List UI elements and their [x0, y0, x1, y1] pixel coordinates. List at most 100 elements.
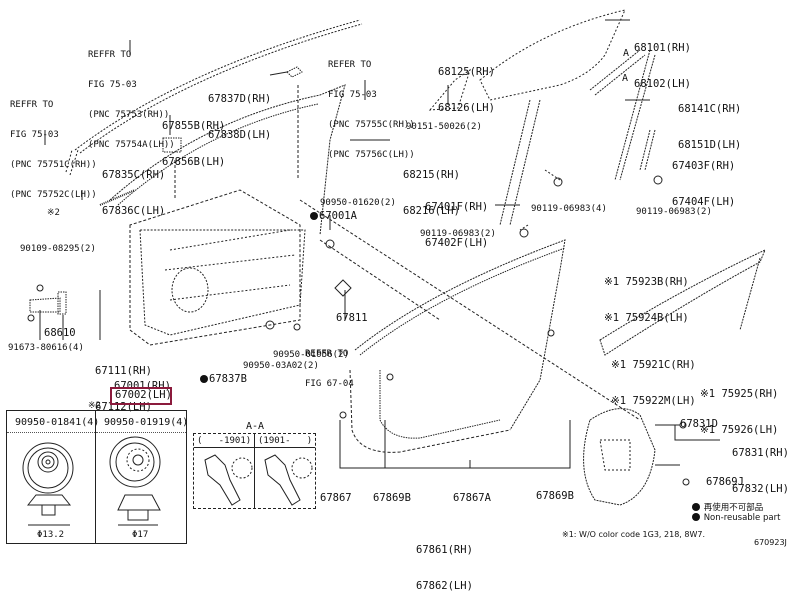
legend-text: Non-reusable part: [703, 513, 781, 523]
part-label-67855B[interactable]: 67855B(RH) 67856B(LH): [162, 96, 225, 180]
part-lh: 68102(LH): [634, 78, 691, 90]
refer-line: (PNC 75751C(RH)): [10, 160, 97, 170]
part-label-67869B-a[interactable]: 67869B: [373, 492, 411, 504]
part-lh: 67404F(LH): [672, 196, 736, 208]
refer-label-75-03-a[interactable]: REFFR TO FIG 75-03 (PNC 75753(RH)) (PNC …: [88, 30, 175, 160]
part-label-68215[interactable]: 68215(RH) 68216(LH): [403, 145, 460, 229]
refer-line: REFFR TO: [10, 100, 54, 110]
part-label-67831D[interactable]: 67831D: [680, 418, 718, 430]
part-label-67869J[interactable]: 67869J: [706, 476, 744, 488]
part-label-67837B[interactable]: 67837B: [200, 373, 247, 385]
part-rh: 68215(RH): [403, 169, 460, 181]
part-label-90151[interactable]: 90151-50026(2): [406, 122, 482, 132]
part-lh: ※1 75924B(LH): [604, 312, 689, 324]
part-lh: 67856B(LH): [162, 156, 226, 168]
part-label-68610[interactable]: 68610: [44, 327, 76, 339]
part-rh: ※1 75925(RH): [700, 388, 779, 400]
part-rh: 67111(RH): [95, 365, 152, 377]
part-text: ※1 75923B(RH): [604, 276, 689, 288]
front-quarter-glass: [428, 68, 471, 111]
clip-67811: [334, 279, 352, 297]
part-label-67002-highlighted[interactable]: 67002(LH): [115, 389, 172, 401]
part-label-67861[interactable]: 67861(RH) 67862(LH): [416, 520, 473, 604]
upper-molding-strip: [74, 19, 361, 151]
part-label-75921C[interactable]: ※1 75921C(RH) ※1 75922M(LH): [611, 335, 696, 419]
part-number: 67001A: [319, 210, 357, 222]
part-label-90119-b[interactable]: 90119-06983(2): [420, 229, 496, 239]
part-label-90950-01956[interactable]: 90950-01956(2): [273, 350, 349, 360]
part-label-67401F[interactable]: 67401F(RH) 67402F(LH): [425, 177, 488, 261]
part-lh: ※1 75926(LH): [700, 424, 779, 436]
part-text: ※1 75924B(LH): [604, 312, 689, 324]
section-profile-1: [204, 454, 241, 506]
part-number: 67837B: [209, 373, 247, 385]
part-rh: 68141C(RH): [678, 103, 742, 115]
part-label-91673[interactable]: 91673-80616(4): [8, 343, 84, 353]
part-label-67867[interactable]: 67867: [320, 492, 352, 504]
legend-item-en: Non-reusable part: [692, 513, 780, 523]
refer-label-67-04[interactable]: REFFR TO FIG 67-04: [305, 329, 354, 399]
note-ref-2: ※2: [47, 208, 60, 218]
exploded-parts-drawing: [22, 9, 766, 526]
part-label-90950-03A02[interactable]: 90950-03A02(2): [243, 361, 319, 371]
part-label-75925[interactable]: ※1 75925(RH) ※1 75926(LH): [700, 364, 778, 448]
highlighted-part-box[interactable]: [110, 387, 172, 405]
section-col-early: ( -1901): [197, 436, 252, 446]
section-profile-2: [264, 454, 301, 506]
part-label-90119-a[interactable]: 90119-06983(4): [531, 204, 607, 214]
part-label-90109[interactable]: 90109-08295(2): [20, 244, 96, 254]
door-inner-panel: [129, 189, 301, 346]
part-label-67867A[interactable]: 67867A: [453, 492, 491, 504]
part-rh: 68101(RH): [634, 42, 691, 54]
refer-line: REFFR TO: [305, 349, 349, 359]
door-opening-weatherstrip: [349, 369, 511, 453]
clip-dimension: Φ13.2: [37, 530, 65, 540]
door-panel-body: [139, 229, 306, 336]
division-bar: [499, 99, 541, 226]
divider: [96, 432, 186, 433]
refer-line: REFER TO: [328, 60, 372, 70]
part-label-67403F[interactable]: 67403F(RH) 67404F(LH): [672, 136, 735, 220]
part-lh: 68126(LH): [438, 102, 495, 114]
clip-part-number[interactable]: 90950-01841(4): [15, 417, 100, 428]
part-label-90950-01620[interactable]: 90950-01620(2): [320, 198, 396, 208]
part-label-67869B-b[interactable]: 67869B: [536, 490, 574, 502]
divider: [194, 447, 315, 448]
section-col-late: (1901- ): [258, 436, 313, 446]
part-rh: ※1 75921C(RH): [611, 359, 696, 371]
figure-id: 670923J: [754, 538, 787, 547]
section-marker-a-top: A: [623, 48, 630, 59]
door-sash: [109, 84, 346, 236]
part-label-67001A[interactable]: 67001A: [310, 210, 357, 222]
non-reusable-dot-icon: [692, 513, 700, 521]
refer-label-75-03-b[interactable]: REFFR TO FIG 75-03 (PNC 75751C(RH)) (PNC…: [10, 80, 97, 210]
refer-label-75-03-c[interactable]: REFER TO FIG 75-03 (PNC 75755C(RH)) (PNC…: [328, 40, 415, 170]
refer-line: (PNC 75756C(LH)): [328, 150, 415, 160]
section-view-box: ( -1901) (1901- ): [193, 433, 316, 509]
part-lh: 67838D(LH): [208, 129, 272, 141]
part-rh: 67855B(RH): [162, 120, 226, 132]
clip-part-number[interactable]: 90950-01919(4): [104, 417, 189, 428]
refer-line: (PNC 75755C(RH)): [328, 120, 415, 130]
footnote: ※1: W/O color code 1G3, 218, 8W7.: [562, 530, 706, 539]
part-label-68125[interactable]: 68125(RH) 68126(LH): [438, 42, 495, 126]
part-lh: 67402F(LH): [425, 237, 489, 249]
clip-profile-2: [117, 494, 161, 521]
section-view-title: A-A: [246, 421, 265, 432]
part-label-90119-c[interactable]: 90119-06983(2): [636, 207, 712, 217]
part-label-75923B[interactable]: ※1 75923B(RH) ※1 75924B(LH): [604, 252, 689, 336]
part-label-67835C[interactable]: 67835C(RH) 67836C(LH): [102, 145, 165, 229]
part-label-68141C[interactable]: 68141C(RH) 68151D(LH): [678, 79, 741, 163]
part-rh: 67837D(RH): [208, 93, 272, 105]
section-marker-a-bottom: A: [622, 73, 629, 84]
refer-line: FIG 75-03: [88, 80, 137, 90]
part-label-67837D[interactable]: 67837D(RH) 67838D(LH): [208, 69, 271, 153]
part-rh: 67835C(RH): [102, 169, 166, 181]
part-label-67831[interactable]: 67831(RH) 67832(LH): [732, 423, 789, 507]
door-glass: [479, 9, 626, 101]
non-reusable-dot-icon: [200, 375, 208, 383]
part-label-67001[interactable]: 67001(RH): [114, 380, 171, 392]
part-label-68101[interactable]: 68101(RH) 68102(LH): [634, 18, 691, 102]
part-lh: 67862(LH): [416, 580, 473, 592]
part-label-67811[interactable]: 67811: [336, 312, 368, 324]
